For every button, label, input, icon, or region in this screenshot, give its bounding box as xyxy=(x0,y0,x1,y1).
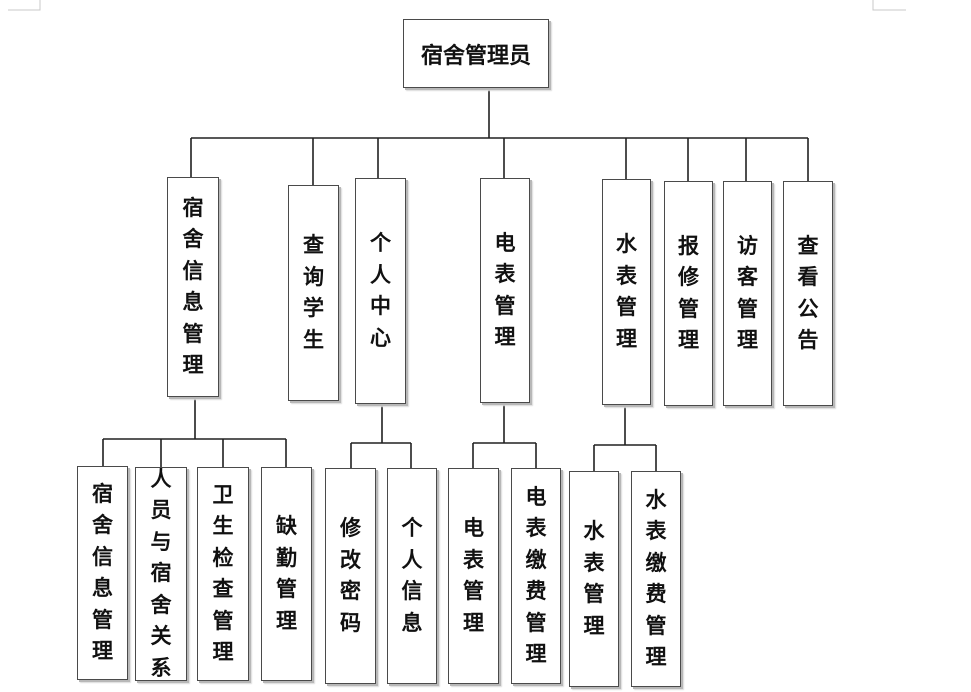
node-electric-payment: 电表缴费管理 xyxy=(511,468,561,684)
node-electric-payment-label: 电表缴费管理 xyxy=(525,484,547,667)
node-query-student: 查询学生 xyxy=(288,185,339,401)
node-personal-center: 个人中心 xyxy=(355,178,406,404)
node-absence: 缺勤管理 xyxy=(261,467,312,681)
node-absence-label: 缺勤管理 xyxy=(276,514,297,633)
node-personal-center-label: 个人中心 xyxy=(370,231,391,350)
node-notice: 查看公告 xyxy=(783,181,833,406)
node-meter-electric: 电表管理 xyxy=(480,178,530,403)
node-dorm-info-manage: 宿舍信息管理 xyxy=(77,466,128,680)
node-water-payment-label: 水表缴费管理 xyxy=(645,487,667,670)
node-water-manage: 水表管理 xyxy=(569,471,619,687)
node-person-dorm-relation-label: 人员与宿舍关系 xyxy=(150,466,172,680)
node-change-password: 修改密码 xyxy=(325,468,376,684)
node-water-manage-label: 水表管理 xyxy=(583,519,605,638)
node-dorm-info-manage-label: 宿舍信息管理 xyxy=(92,481,113,664)
node-personal-info: 个人信息 xyxy=(387,468,437,684)
root-node-label: 宿舍管理员 xyxy=(420,43,531,69)
node-query-student-label: 查询学生 xyxy=(303,233,324,352)
node-repair-label: 报修管理 xyxy=(678,233,699,353)
node-dorm-info-label: 宿舍信息管理 xyxy=(182,195,204,378)
node-meter-electric-label: 电表管理 xyxy=(494,230,516,350)
node-notice-label: 查看公告 xyxy=(797,233,819,353)
root-node: 宿舍管理员 xyxy=(403,19,549,88)
node-electric-manage: 电表管理 xyxy=(448,468,499,684)
node-meter-water-label: 水表管理 xyxy=(616,232,637,351)
node-water-payment: 水表缴费管理 xyxy=(631,471,681,687)
page-corner-mark-left xyxy=(8,0,41,11)
node-person-dorm-relation: 人员与宿舍关系 xyxy=(135,467,187,681)
node-hygiene-check: 卫生检查管理 xyxy=(197,467,249,681)
node-repair: 报修管理 xyxy=(664,181,713,406)
node-electric-manage-label: 电表管理 xyxy=(463,516,484,635)
node-dorm-info: 宿舍信息管理 xyxy=(167,177,219,397)
page-corner-mark-right xyxy=(872,0,906,11)
node-meter-water: 水表管理 xyxy=(602,179,651,405)
node-change-password-label: 修改密码 xyxy=(340,516,361,635)
node-hygiene-check-label: 卫生检查管理 xyxy=(212,482,234,665)
node-visitor: 访客管理 xyxy=(723,181,772,406)
node-visitor-label: 访客管理 xyxy=(737,233,758,353)
node-personal-info-label: 个人信息 xyxy=(401,516,423,635)
